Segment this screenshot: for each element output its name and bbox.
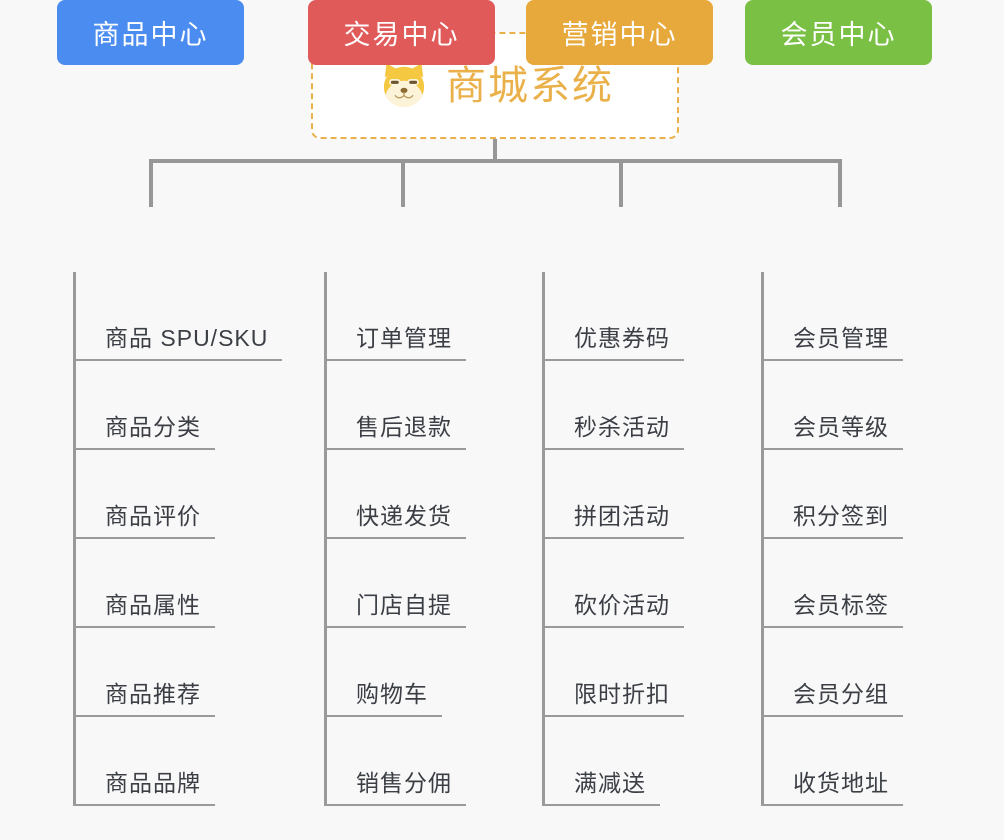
leaf-trunk-line (761, 272, 764, 806)
leaf-item-label: 商品品牌 (105, 770, 201, 796)
leaf-trunk-line (542, 272, 545, 806)
leaf-item-underline (324, 537, 466, 539)
leaf-item-underline (761, 359, 903, 361)
leaf-item[interactable]: 门店自提 (324, 539, 466, 628)
leaf-item-label: 快递发货 (356, 503, 452, 529)
group-header-label: 交易中心 (343, 20, 460, 50)
leaf-item-underline (73, 537, 215, 539)
leaf-item[interactable]: 商品评价 (73, 450, 215, 539)
leaf-item-underline (761, 626, 903, 628)
leaf-item[interactable]: 会员分组 (761, 628, 903, 717)
leaf-item-label: 商品评价 (105, 503, 201, 529)
leaf-item-underline (761, 804, 903, 806)
leaf-item[interactable]: 秒杀活动 (542, 361, 684, 450)
leaf-item-label: 商品分类 (105, 414, 201, 440)
leaf-item[interactable]: 会员等级 (761, 361, 903, 450)
leaf-item-label: 会员等级 (793, 414, 889, 440)
leaf-item-label: 限时折扣 (574, 681, 670, 707)
connector-root-stem (493, 139, 497, 163)
leaf-item[interactable]: 销售分佣 (324, 717, 466, 806)
leaf-item[interactable]: 拼团活动 (542, 450, 684, 539)
leaf-item-label: 收货地址 (793, 770, 889, 796)
group-header-product-center[interactable]: 商品中心 (57, 0, 244, 65)
leaf-item[interactable]: 收货地址 (761, 717, 903, 806)
leaf-item-underline (73, 804, 215, 806)
leaf-item-underline (324, 804, 466, 806)
leaf-item-label: 商品推荐 (105, 681, 201, 707)
leaf-item-underline (324, 715, 442, 717)
leaf-item-label: 购物车 (356, 681, 428, 707)
group-header-label: 商品中心 (92, 20, 209, 50)
leaf-item[interactable]: 限时折扣 (542, 628, 684, 717)
leaf-item-underline (324, 359, 466, 361)
group-header-member-center[interactable]: 会员中心 (745, 0, 932, 65)
leaf-item[interactable]: 商品 SPU/SKU (73, 272, 282, 361)
leaf-item-label: 会员管理 (793, 325, 889, 351)
leaf-item-underline (324, 448, 466, 450)
connector-drop-marketing-center (619, 159, 623, 207)
leaf-item-label: 门店自提 (356, 592, 452, 618)
shiba-dog-face-icon (383, 62, 425, 107)
leaf-item[interactable]: 购物车 (324, 628, 442, 717)
leaf-item[interactable]: 商品分类 (73, 361, 215, 450)
group-header-trade-center[interactable]: 交易中心 (308, 0, 495, 65)
leaf-item-label: 会员分组 (793, 681, 889, 707)
leaf-item-underline (542, 804, 660, 806)
leaf-item-underline (73, 359, 282, 361)
leaf-item[interactable]: 商品推荐 (73, 628, 215, 717)
leaf-item-label: 售后退款 (356, 414, 452, 440)
leaf-item-label: 满减送 (574, 770, 646, 796)
leaf-item-underline (542, 537, 684, 539)
connector-drop-product-center (149, 159, 153, 207)
leaf-item[interactable]: 会员管理 (761, 272, 903, 361)
leaf-item[interactable]: 售后退款 (324, 361, 466, 450)
leaf-item[interactable]: 订单管理 (324, 272, 466, 361)
leaf-item-underline (542, 359, 684, 361)
leaf-item[interactable]: 满减送 (542, 717, 660, 806)
group-header-label: 营销中心 (561, 20, 678, 50)
leaf-item-label: 订单管理 (356, 325, 452, 351)
leaf-item-underline (542, 626, 684, 628)
leaf-item[interactable]: 快递发货 (324, 450, 466, 539)
group-header-marketing-center[interactable]: 营销中心 (526, 0, 713, 65)
leaf-trunk-line (73, 272, 76, 806)
leaf-item-label: 会员标签 (793, 592, 889, 618)
leaf-item-underline (73, 626, 215, 628)
leaf-item-underline (761, 715, 903, 717)
leaf-item-label: 拼团活动 (574, 503, 670, 529)
leaf-item-label: 销售分佣 (356, 770, 452, 796)
group-header-label: 会员中心 (780, 20, 897, 50)
leaf-item-underline (73, 715, 215, 717)
leaf-item-underline (324, 626, 466, 628)
leaf-item-label: 优惠券码 (574, 325, 670, 351)
leaf-item[interactable]: 积分签到 (761, 450, 903, 539)
leaf-item-underline (761, 448, 903, 450)
leaf-item-underline (73, 448, 215, 450)
leaf-item[interactable]: 砍价活动 (542, 539, 684, 628)
leaf-item[interactable]: 商品属性 (73, 539, 215, 628)
connector-drop-member-center (838, 159, 842, 207)
leaf-item-label: 秒杀活动 (574, 414, 670, 440)
leaf-item[interactable]: 会员标签 (761, 539, 903, 628)
leaf-item-underline (542, 715, 684, 717)
root-node-title: 商城系统 (446, 63, 614, 108)
leaf-item-label: 砍价活动 (574, 592, 670, 618)
leaf-item[interactable]: 优惠券码 (542, 272, 684, 361)
connector-drop-trade-center (401, 159, 405, 207)
leaf-item-underline (761, 537, 903, 539)
leaf-item-label: 积分签到 (793, 503, 889, 529)
leaf-item-label: 商品 SPU/SKU (105, 325, 269, 351)
leaf-trunk-line (324, 272, 327, 806)
leaf-item-label: 商品属性 (105, 592, 201, 618)
connector-horizontal-bus (149, 159, 842, 163)
leaf-item[interactable]: 商品品牌 (73, 717, 215, 806)
leaf-item-underline (542, 448, 684, 450)
